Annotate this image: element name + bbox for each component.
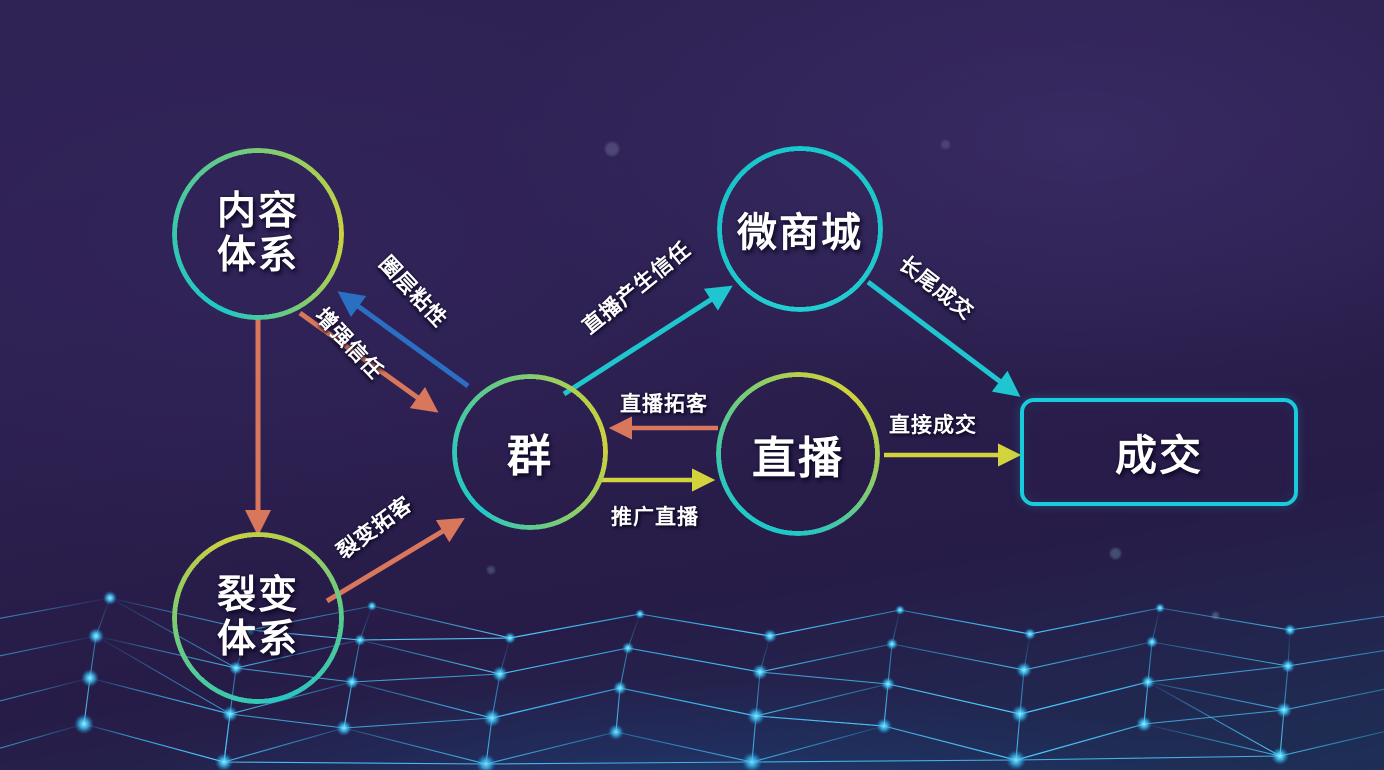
bokeh-dot: [1110, 548, 1121, 559]
node-content-system[interactable]: 内容 体系: [172, 148, 344, 320]
bokeh-dot: [941, 140, 950, 149]
bokeh-dot: [605, 142, 619, 156]
node-fission-system[interactable]: 裂变 体系: [172, 532, 344, 704]
edge-label-direct-deal: 直接成交: [889, 414, 977, 437]
node-ring: [716, 372, 880, 536]
edge-label-live-acquire: 直播拓客: [620, 393, 708, 416]
edge-label-promote-live: 推广直播: [611, 506, 699, 529]
node-livestream[interactable]: 直播: [716, 372, 880, 536]
node-ring: [172, 148, 344, 320]
node-label: 成交: [1114, 431, 1203, 479]
node-micro-mall[interactable]: 微商城: [717, 146, 883, 312]
edge-group-to-mall: [562, 285, 733, 397]
edge-group-to-content: [337, 291, 470, 389]
node-group[interactable]: 群: [452, 374, 608, 530]
bokeh-dot: [1212, 612, 1219, 619]
edge-content-to-group: [298, 310, 439, 413]
node-ring: [717, 146, 883, 312]
node-ring: [452, 374, 608, 530]
node-deal[interactable]: 成交: [1020, 398, 1298, 506]
background-network-mesh: [0, 510, 1384, 770]
bokeh-dot: [487, 566, 495, 574]
edge-fission-to-group: [325, 517, 465, 604]
edge-mall-to-deal: [866, 280, 1021, 397]
node-ring: [172, 532, 344, 704]
